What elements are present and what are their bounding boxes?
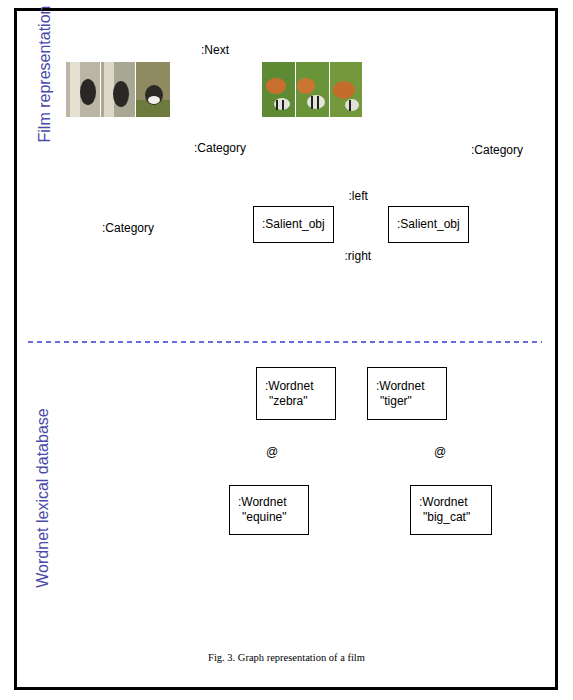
node-type: :Wordnet <box>419 495 483 510</box>
film-strip-two <box>262 62 362 117</box>
relation-label: @ <box>432 445 448 459</box>
figure-caption: Fig. 3. Graph representation of a film <box>0 652 573 663</box>
node-type: :Wordnet <box>376 379 438 394</box>
relation-label: :Next <box>199 43 231 57</box>
film-strip <box>66 62 170 117</box>
node-value: "big_cat" <box>419 510 483 525</box>
film-strip-one <box>66 62 170 117</box>
wordnet-box: :Wordnet"zebra" <box>256 367 336 420</box>
relation-label: @ <box>264 445 280 459</box>
node-type: :Wordnet <box>238 495 300 510</box>
salient-object-box: :Salient_obj <box>253 206 334 243</box>
separator-line <box>28 341 542 343</box>
section-label: Wordnet lexical database <box>33 408 51 587</box>
wordnet-box: :Wordnet"big_cat" <box>410 485 492 535</box>
relation-label: :Category <box>192 141 248 155</box>
wordnet-box: :Wordnet"tiger" <box>367 367 447 420</box>
node-type: :Salient_obj <box>262 217 325 232</box>
film-strip <box>262 62 362 117</box>
node-value: "zebra" <box>265 394 327 409</box>
node-value: "tiger" <box>376 394 438 409</box>
relation-label: :left <box>347 189 370 203</box>
relation-label: :Category <box>100 221 156 235</box>
section-label: Film representation <box>36 6 54 143</box>
salient-object-box: :Salient_obj <box>388 206 469 243</box>
node-type: :Salient_obj <box>397 217 460 232</box>
relation-label: :Category <box>469 143 525 157</box>
node-type: :Wordnet <box>265 379 327 394</box>
relation-label: :right <box>343 249 374 263</box>
node-value: "equine" <box>238 510 300 525</box>
wordnet-box: :Wordnet"equine" <box>229 485 309 535</box>
